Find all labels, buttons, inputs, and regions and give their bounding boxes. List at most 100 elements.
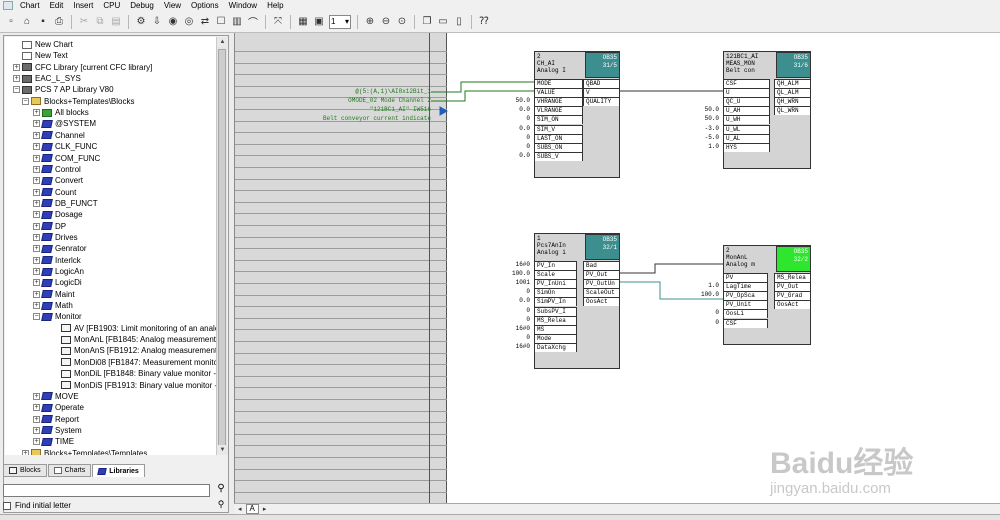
expand-icon[interactable]: + [33,404,40,412]
connection-arrow[interactable] [439,106,449,116]
expand-icon[interactable]: + [22,449,29,455]
menu-chart[interactable]: Chart [20,1,40,10]
margin-signal[interactable]: "121BC1_AI" IW516 [369,106,431,113]
tree-item[interactable]: +Operate [33,402,84,413]
new-icon[interactable]: ▫ [9,16,13,27]
input-value[interactable]: 50.0 [704,115,719,123]
output-pin[interactable]: QH_WRN [774,97,810,107]
tree-item[interactable]: MonAnS [FB1912: Analog measurement mo [52,345,216,356]
tree-item[interactable]: +Genrator [33,243,87,254]
input-value[interactable]: 1.0 [708,142,719,150]
chart-properties-icon[interactable]: ▥ [232,16,242,27]
input-pin[interactable]: SUBS_V [535,151,583,161]
input-pin[interactable]: LAST_ON [535,133,583,143]
collapse-icon[interactable]: − [13,86,20,94]
input-pin[interactable]: U [724,88,770,98]
paste-icon[interactable]: ▤ [111,16,121,27]
menu-window[interactable]: Window [228,1,258,10]
input-value[interactable]: 1.0 [708,282,719,290]
input-pin[interactable]: U_AL [724,133,770,143]
expand-icon[interactable]: + [33,165,40,173]
grid-icon[interactable]: ▦ [298,16,308,27]
connection-line[interactable] [431,90,534,102]
input-value[interactable]: 0 [526,142,530,150]
zoom-fit-icon[interactable]: ⊙ [397,16,407,27]
menu-cpu[interactable]: CPU [103,1,121,10]
download-icon[interactable]: ⇩ [152,16,162,27]
test-mode-icon[interactable]: ◉ [168,16,178,27]
zoom-out-icon[interactable]: ⊖ [381,16,391,27]
menu-view[interactable]: View [163,1,182,10]
input-value[interactable]: 16#0 [515,261,530,268]
expand-icon[interactable]: + [33,290,40,298]
watch-icon[interactable]: ◎ [184,16,194,27]
input-pin[interactable]: PV_Unit [724,300,768,310]
tree-item[interactable]: −PCS 7 AP Library V80 [13,84,114,95]
collapse-icon[interactable]: − [22,97,29,105]
input-pin[interactable]: LagTime [724,282,768,292]
tree-item[interactable]: −Monitor [33,311,82,322]
input-pin[interactable]: PV_OpSca [724,291,768,301]
scroll-down-icon[interactable]: ▼ [217,445,228,455]
input-pin[interactable]: CSF [724,79,770,88]
expand-icon[interactable]: + [33,268,40,275]
expand-icon[interactable]: + [33,245,40,253]
tab-charts[interactable]: Charts [47,464,92,477]
sheet-view-icon[interactable]: ▣ [314,16,324,27]
expand-icon[interactable]: + [33,199,40,207]
tree-item[interactable]: +Convert [33,175,83,186]
output-pin[interactable]: MS_Relea [774,273,810,282]
context-help-icon[interactable]: ⁇ [479,16,489,27]
input-value[interactable]: 0 [526,315,530,323]
input-pin[interactable]: VHRANGE [535,97,583,107]
expand-icon[interactable]: + [13,63,20,71]
output-pin[interactable]: QH_ALM [774,79,810,88]
output-pin[interactable]: PV_Grad [774,291,810,301]
tree-item[interactable]: MonDi08 [FB1847: Measurement monitorin [52,357,216,368]
sheet-prev-icon[interactable]: ◂ [238,506,242,513]
expand-icon[interactable]: + [33,302,40,310]
tree-item[interactable]: +System [33,425,82,436]
cascade-icon[interactable]: ❐ [422,16,432,27]
output-pin[interactable]: Bad [583,261,619,270]
expand-icon[interactable]: + [33,131,40,139]
output-pin[interactable]: V [583,88,619,98]
scroll-up-icon[interactable]: ▲ [217,37,228,47]
output-pin[interactable]: QUALITY [583,97,619,107]
connection-line[interactable] [431,81,534,93]
expand-icon[interactable]: + [33,279,40,287]
tree-item[interactable]: +Blocks+Templates\Templates [22,448,147,455]
input-pin[interactable]: SIM_V [535,124,583,134]
input-pin[interactable]: PV_In [535,261,577,270]
input-pin[interactable]: PV_InUni [535,279,577,289]
input-pin[interactable]: PV [724,273,768,282]
margin-signal[interactable]: Belt conveyor current indicate [322,115,431,122]
tab-blocks[interactable]: Blocks [3,464,47,477]
copy-icon[interactable]: ⧉ [96,16,104,27]
tree-scrollbar[interactable]: ▲ ▼ [216,37,228,455]
output-pin[interactable]: QL_WRN [774,106,810,116]
input-pin[interactable]: SIM_ON [535,115,583,125]
expand-icon[interactable]: + [33,120,40,128]
tree-item[interactable]: −Blocks+Templates\Blocks [22,96,134,107]
expand-icon[interactable]: + [33,154,40,162]
input-value[interactable]: 50.0 [515,97,530,105]
app-icon[interactable] [3,1,13,10]
expand-icon[interactable]: + [33,233,40,241]
zoom-in-icon[interactable]: ⊕ [365,16,375,27]
expand-icon[interactable]: + [33,222,40,230]
tree-item[interactable]: New Text [13,50,68,61]
tree-item[interactable]: +LogicDi [33,277,82,288]
input-value[interactable]: 0 [526,333,530,341]
input-value[interactable]: 0 [526,115,530,123]
input-value[interactable]: 16#0 [515,324,530,332]
input-value[interactable]: 0 [526,288,530,296]
tree-item[interactable]: +All blocks [33,107,89,118]
open-icon[interactable]: ⌂ [23,16,31,27]
